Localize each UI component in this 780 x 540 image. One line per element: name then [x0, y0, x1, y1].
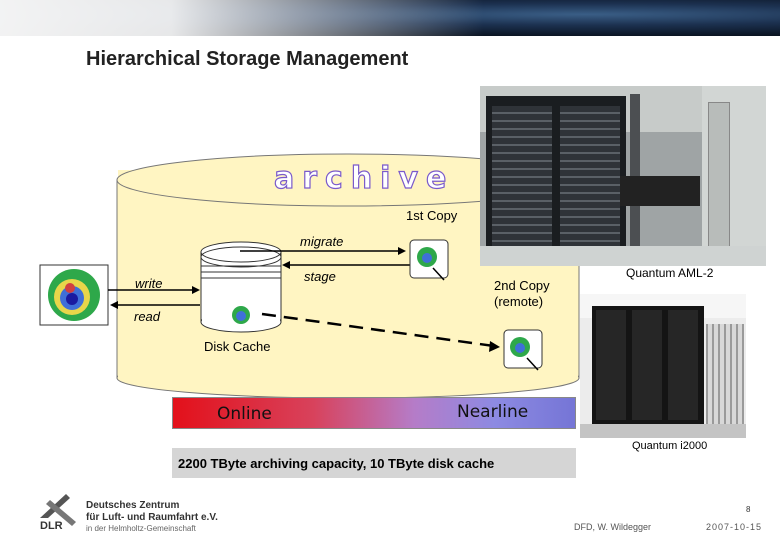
remote-copy-arrow	[261, 312, 495, 348]
quantum-aml2-label: Quantum AML-2	[626, 266, 714, 280]
ozone-image-cache	[232, 306, 250, 324]
stage-label: stage	[304, 269, 336, 284]
page-number: 8	[746, 505, 751, 514]
dlr-logo-icon	[40, 494, 76, 526]
quantum-i2000-label: Quantum i2000	[632, 440, 708, 452]
capacity-caption: 2200 TByte archiving capacity, 10 TByte …	[172, 448, 576, 478]
read-label: read	[134, 309, 161, 324]
banner-fade	[0, 0, 780, 36]
tape-cartridge-icon-2	[503, 329, 543, 371]
org-line1: Deutsches Zentrum	[86, 500, 180, 511]
page-title: Hierarchical Storage Management	[86, 48, 409, 70]
author-label: DFD, W. Wildegger	[574, 522, 652, 532]
write-label: write	[135, 276, 163, 291]
org-line3: in der Helmholtz-Gemeinschaft	[86, 524, 196, 533]
svg-text:archive: archive	[274, 161, 454, 194]
migrate-label: migrate	[300, 234, 344, 249]
org-line2: für Luft- und Raumfahrt e.V.	[86, 512, 218, 523]
first-copy-label: 1st Copy	[406, 208, 458, 223]
date-label: 2007-10-15	[706, 522, 763, 532]
online-label: Online	[217, 404, 272, 424]
online-nearline-bar: Online Nearline	[172, 397, 576, 429]
archive-wordmark: archive	[273, 160, 454, 194]
nearline-label: Nearline	[457, 402, 529, 422]
ozone-image-source	[39, 264, 109, 326]
quantum-aml2-photo	[480, 86, 766, 266]
tape-cartridge-icon-1	[409, 239, 449, 281]
second-copy-label: 2nd Copy (remote)	[494, 278, 550, 310]
second-copy-line2: (remote)	[494, 294, 544, 309]
second-copy-line1: 2nd Copy	[494, 278, 550, 293]
disk-cache-label: Disk Cache	[204, 339, 271, 354]
dlr-wordmark: DLR	[40, 520, 63, 532]
quantum-i2000-photo	[580, 294, 746, 438]
